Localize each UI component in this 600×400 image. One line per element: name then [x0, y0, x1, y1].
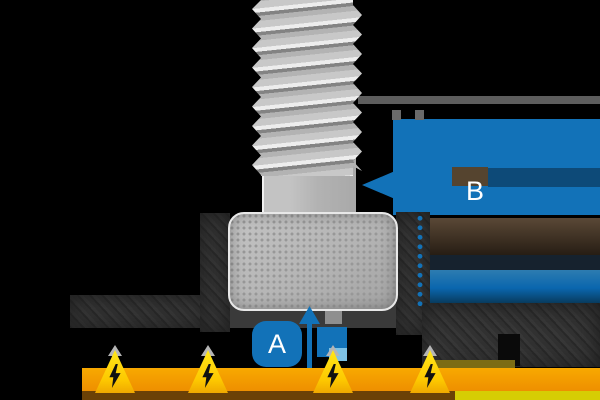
- right-section-blue-band: [425, 270, 600, 303]
- hazard-triangle: [95, 345, 135, 393]
- b-bracket-tab-left: [392, 110, 401, 120]
- rail-left-arm: [70, 295, 210, 328]
- lightning-bolt-icon: [202, 364, 214, 388]
- rail-right-column: [396, 212, 430, 335]
- b-bracket-tab-right: [415, 110, 424, 120]
- base-rail-highlight: [455, 391, 600, 400]
- hazard-triangle: [188, 345, 228, 393]
- b-callout-shadow-notch: [452, 167, 488, 186]
- dimension-a-label: A: [252, 321, 302, 367]
- reference-dotted-line: [417, 204, 423, 308]
- right-section-navy-band: [425, 255, 600, 271]
- hazard-triangle: [410, 345, 450, 393]
- dimension-b-arrow-icon: [362, 171, 395, 199]
- base-rail-shadow: [82, 391, 455, 400]
- dimension-b-callout: B: [393, 119, 600, 215]
- rail-left-column: [200, 213, 230, 332]
- lightning-bolt-icon: [327, 364, 339, 388]
- dimension-b-label: B: [465, 176, 484, 206]
- bolt-head: [228, 212, 398, 311]
- lightning-bolt-icon: [109, 364, 121, 388]
- dimension-a-line: [307, 322, 312, 368]
- hazard-triangle: [313, 345, 353, 393]
- rail-olive-edge: [430, 360, 515, 368]
- right-section-brown-band: [425, 218, 600, 257]
- bolt-thread: [252, 0, 362, 176]
- b-callout-dark-stripe: [488, 168, 600, 187]
- lightning-bolt-icon: [424, 364, 436, 388]
- reference-gray-band: [358, 96, 600, 104]
- rail-gap-notch: [498, 334, 520, 366]
